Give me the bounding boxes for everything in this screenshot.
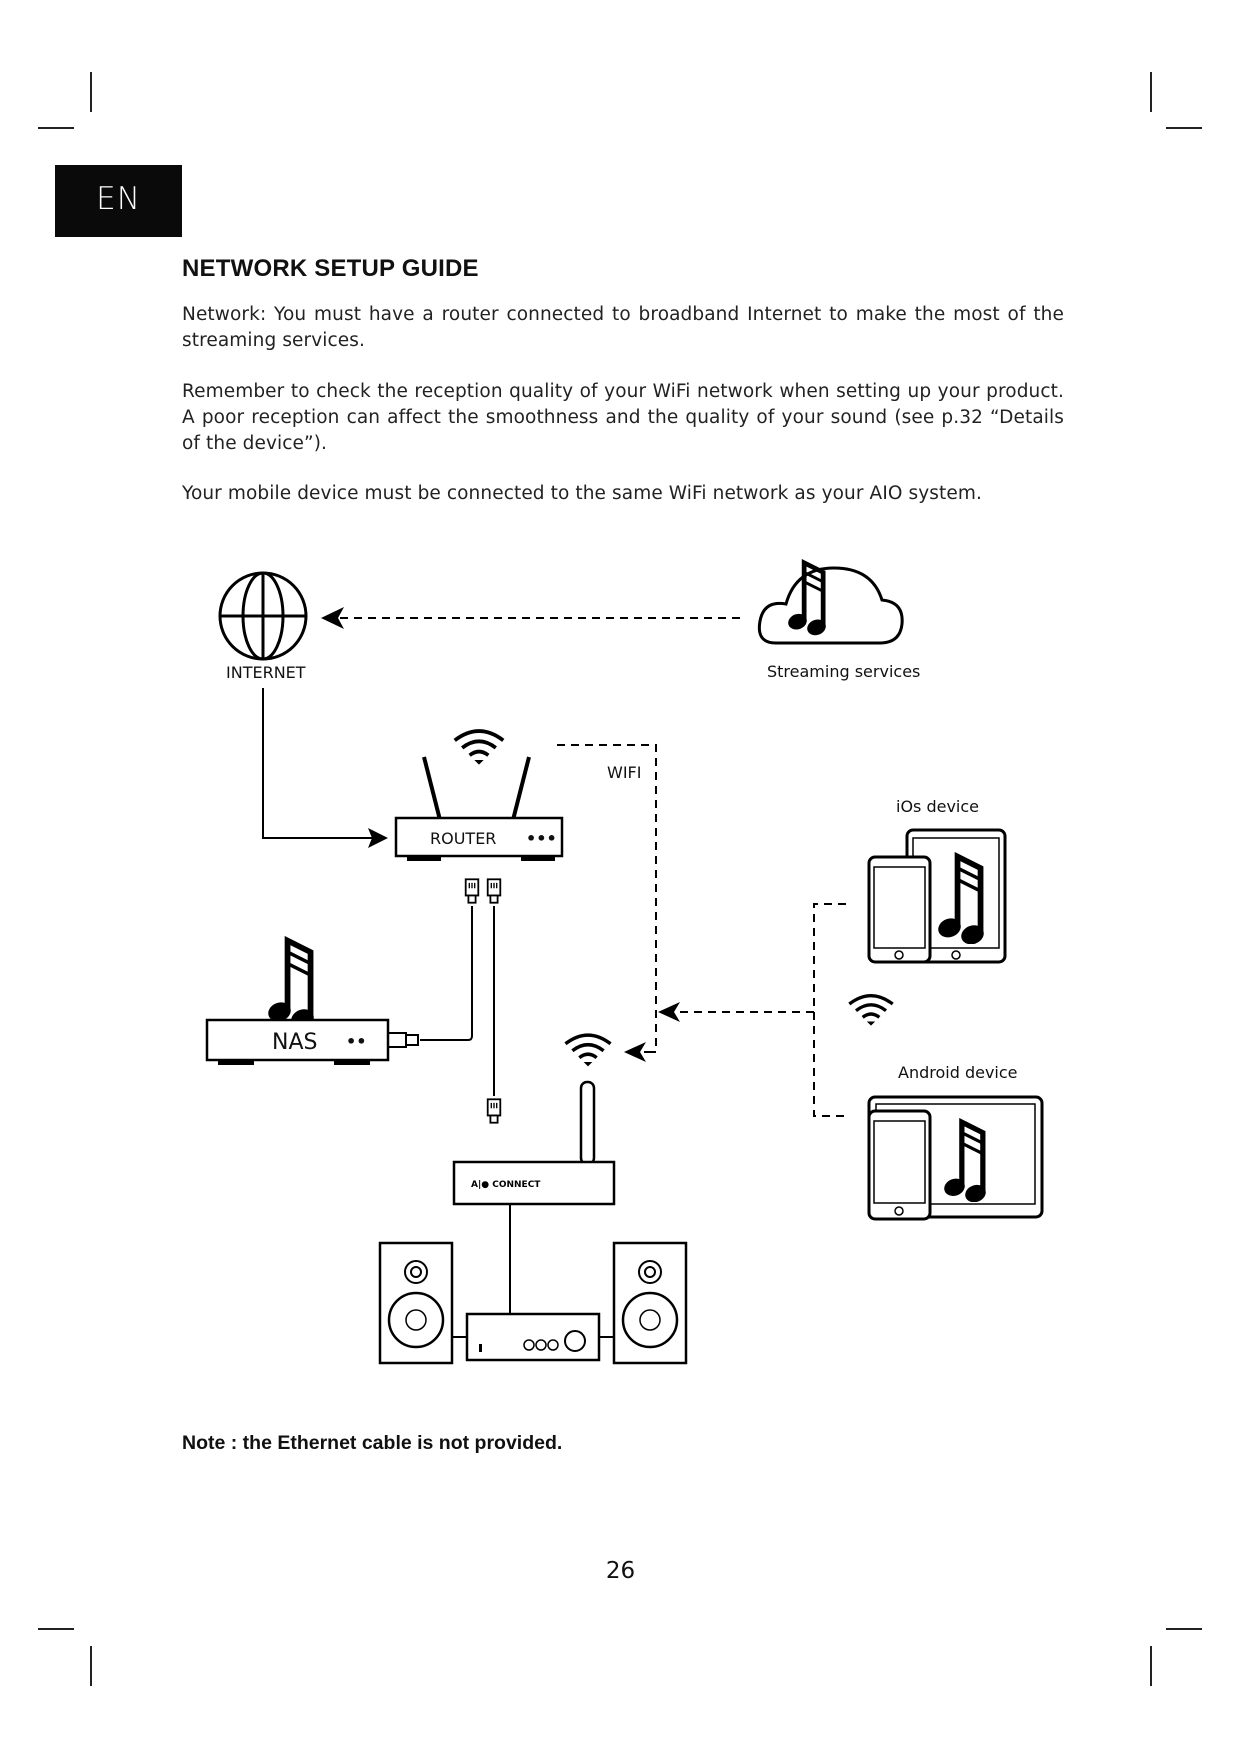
streaming-label: Streaming services bbox=[767, 662, 920, 681]
paragraph-mobile: Your mobile device must be connected to … bbox=[182, 483, 982, 504]
crop-mark bbox=[1150, 1646, 1152, 1686]
phone-icon bbox=[867, 855, 932, 964]
globe-icon bbox=[218, 571, 308, 661]
wifi-label: WIFI bbox=[607, 763, 641, 782]
ethernet-note: Note : the Ethernet cable is not provide… bbox=[182, 1432, 563, 1454]
paragraph-network: Network: You must have a router connecte… bbox=[182, 304, 1064, 351]
wifi-icon bbox=[452, 729, 506, 766]
ethernet-plug-icon bbox=[387, 1032, 419, 1048]
language-tab: EN bbox=[55, 165, 182, 237]
ethernet-plug-icon bbox=[486, 1098, 502, 1124]
crop-mark bbox=[38, 127, 74, 129]
internet-to-router-line bbox=[262, 688, 372, 839]
crop-mark bbox=[1166, 1628, 1202, 1630]
wifi-dashed-link bbox=[557, 744, 657, 1052]
speaker-icon bbox=[612, 1241, 688, 1365]
aio-logo-text: A|● CONNECT bbox=[471, 1180, 541, 1190]
amplifier-icon bbox=[452, 1312, 614, 1362]
arrow-head-icon bbox=[658, 1002, 680, 1022]
cloud-music-icon bbox=[757, 563, 904, 645]
router-label: ROUTER bbox=[430, 829, 496, 848]
aio-connect-icon bbox=[452, 1080, 616, 1206]
ethernet-plug-icon bbox=[464, 878, 480, 904]
router-status-dots: ••• bbox=[526, 829, 557, 848]
arrow-head-icon bbox=[624, 1042, 646, 1062]
speaker-icon bbox=[378, 1241, 454, 1365]
phone-icon bbox=[867, 1109, 932, 1221]
wifi-icon bbox=[847, 993, 895, 1028]
arrow-head-icon bbox=[368, 828, 388, 848]
android-device-label: Android device bbox=[898, 1063, 1018, 1082]
internet-label: INTERNET bbox=[226, 663, 306, 682]
page-title: NETWORK SETUP GUIDE bbox=[182, 255, 479, 282]
nas-status-dots: •• bbox=[346, 1032, 366, 1051]
crop-mark bbox=[90, 1646, 92, 1686]
page-number: 26 bbox=[605, 1558, 636, 1584]
crop-mark bbox=[1166, 127, 1202, 129]
wifi-icon bbox=[563, 1033, 613, 1068]
router-icon bbox=[394, 756, 564, 861]
nas-label: NAS bbox=[272, 1030, 317, 1055]
mobile-dashed-link bbox=[813, 903, 846, 1117]
crop-mark bbox=[1150, 72, 1152, 112]
nas-ethernet-cable bbox=[420, 906, 473, 1041]
crop-mark bbox=[38, 1628, 74, 1630]
paragraph-reception: Remember to check the reception quality … bbox=[182, 381, 1064, 454]
arrow-head-icon bbox=[321, 607, 344, 629]
ethernet-plug-icon bbox=[486, 878, 502, 904]
language-tab-label: EN bbox=[96, 181, 141, 217]
nas-icon bbox=[205, 1018, 390, 1065]
music-note-icon bbox=[266, 941, 317, 1032]
ios-device-label: iOs device bbox=[896, 797, 979, 816]
crop-mark bbox=[90, 72, 92, 112]
